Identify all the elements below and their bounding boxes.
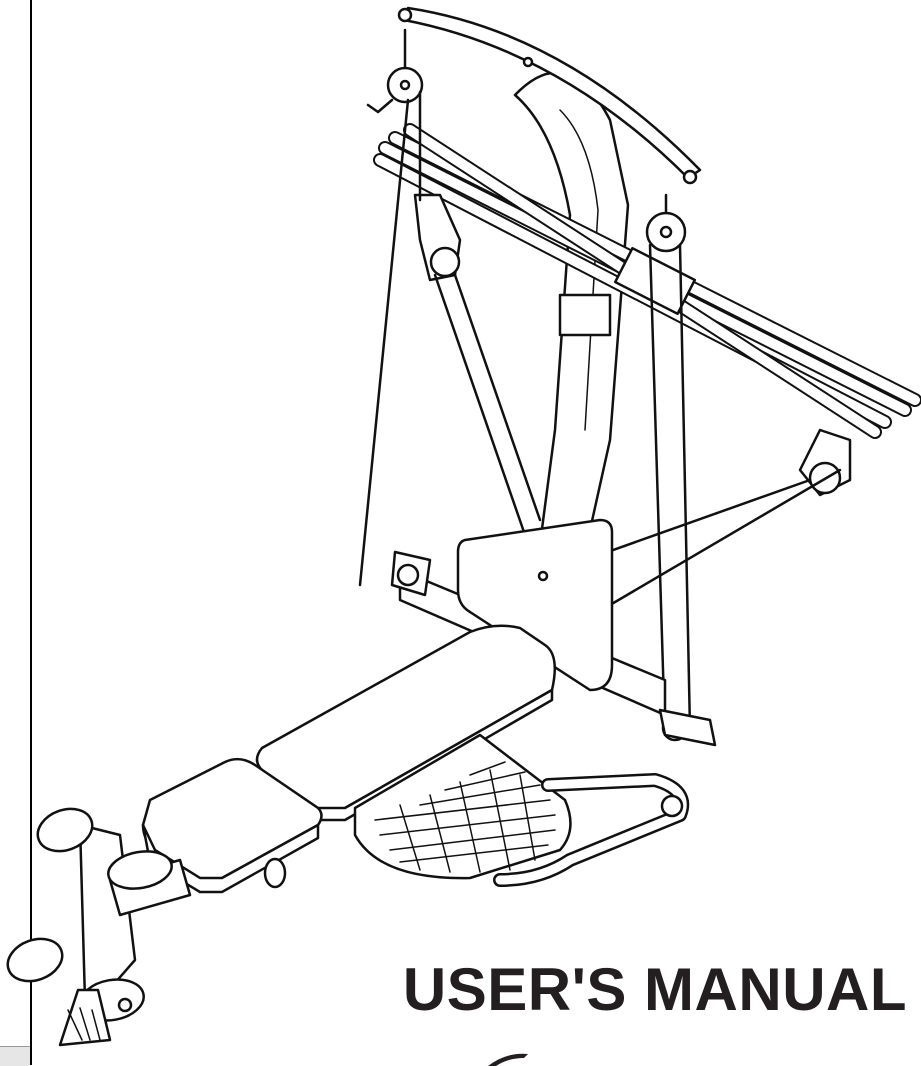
platform-texture [374,761,556,873]
foot-platform [353,733,572,880]
corner-tab [0,1046,30,1066]
backrest [456,518,614,692]
manual-title: USER'S MANUAL [402,956,907,1023]
brand-logo-fragment [488,1053,528,1066]
lower-roller [6,937,64,983]
left-margin-rule [30,0,32,1065]
rod-clamp [558,293,612,337]
upper-roller [36,807,94,853]
top-arm [402,6,702,180]
